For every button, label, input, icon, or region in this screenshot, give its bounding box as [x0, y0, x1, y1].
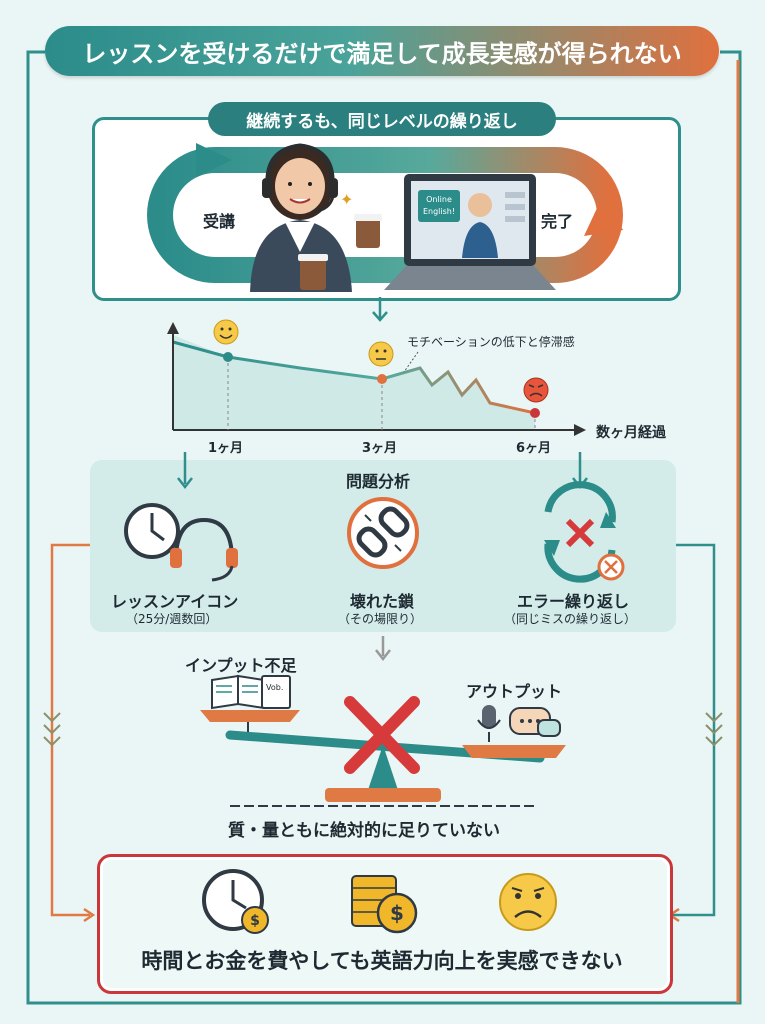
analysis-title: 問題分析: [346, 472, 411, 491]
balance-caption: 質・量ともに絶対的に足りていない: [228, 821, 500, 841]
happy-face-icon: [213, 319, 239, 345]
analysis-item-3-sub: （同じミスの繰り返し）: [504, 612, 637, 626]
svg-text:$: $: [250, 913, 260, 929]
cycle-right-label: 完了: [541, 212, 574, 231]
microphone-icon: [477, 705, 501, 742]
cycle-left-label: 受講: [203, 212, 236, 231]
cycle-loop-arrow: [147, 147, 623, 283]
x-tick-2: 3ヶ月: [362, 441, 398, 456]
analysis-item-1-sub: （25分/週数回）: [126, 612, 218, 626]
broken-chain-icon: [347, 497, 419, 569]
svg-text:✦: ✦: [340, 190, 353, 209]
book-icon: [211, 674, 265, 710]
motivation-line: [172, 340, 536, 415]
analysis-item-1-label: レッスンアイコン: [111, 592, 239, 611]
x-tick-3: 6ヶ月: [516, 441, 552, 456]
svg-text:$: $: [390, 901, 404, 925]
angry-face-icon: [523, 377, 549, 403]
balance-right-label: アウトプット: [466, 682, 563, 701]
learner-illustration: ✦: [250, 143, 382, 292]
cycle-subtitle: 継続するも、同じレベルの繰り返し: [208, 102, 556, 136]
clock-money-icon: $: [202, 869, 269, 934]
cross-mark-icon: [344, 696, 420, 774]
x-axis-label: 数ヶ月経過: [596, 425, 666, 441]
coin-stack-icon: $: [351, 875, 418, 934]
x-tick-1: 1ヶ月: [208, 441, 244, 456]
laptop-illustration: Online English!: [384, 174, 556, 290]
page-title: レッスンを受けるだけで満足して成長実感が得られない: [45, 26, 719, 76]
chart-point-3: [530, 408, 540, 418]
error-cycle-icon: [544, 481, 625, 583]
clock-headset-icon: [124, 503, 238, 582]
analysis-item-3-label: エラー繰り返し: [517, 592, 630, 611]
chart-point-2: [377, 374, 387, 384]
svg-text:English!: English!: [423, 207, 455, 216]
neutral-face-icon: [368, 341, 394, 367]
sad-face-icon: [499, 873, 557, 931]
analysis-item-2-sub: （その場限り）: [338, 612, 423, 626]
vocab-label: Vob.: [266, 683, 284, 692]
analysis-item-2-label: 壊れた鎖: [350, 592, 415, 611]
chart-annotation: モチベーションの低下と停滞感: [407, 335, 575, 349]
balance-left-label: インプット不足: [185, 656, 297, 675]
result-text: 時間とお金を費やしても英語力向上を実感できない: [141, 949, 623, 973]
chart-point-1: [223, 352, 233, 362]
svg-text:Online: Online: [426, 195, 452, 204]
speech-bubble-icon: [509, 707, 561, 737]
vocab-card-icon: [261, 675, 291, 709]
